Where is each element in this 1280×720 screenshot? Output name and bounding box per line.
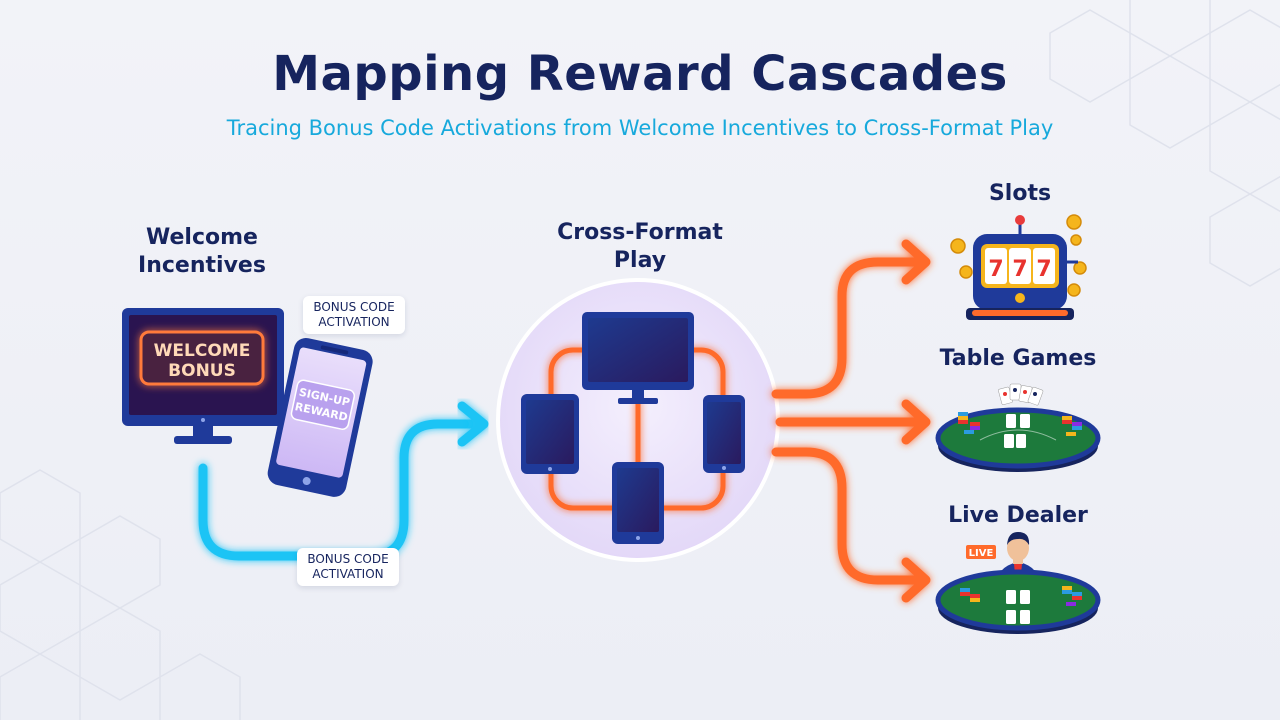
pill-bottom-line2: ACTIVATION [312,567,384,581]
slot-reel-3: 7 [1036,257,1051,282]
arrowhead-table-games [901,399,931,445]
welcome-heading-line1: Welcome [146,225,258,250]
cross-format-heading: Cross-Format Play [540,219,740,275]
bonus-code-activation-pill-bottom: BONUS CODE ACTIVATION [297,548,399,586]
page-subtitle: Tracing Bonus Code Activations from Welc… [226,116,1054,140]
table-games-heading: Table Games [939,346,1097,371]
slot-reel-2: 7 [1012,257,1027,282]
flow-to-live-dealer [771,447,927,585]
page-title: Mapping Reward Cascades [272,46,1008,102]
hub-phone-right-icon [703,395,745,473]
arrowhead-slots [901,239,931,285]
table-games-icon [935,383,1101,472]
pill-top-line2: ACTIVATION [318,315,390,329]
slots-heading: Slots [988,181,1052,206]
monitor-text-line1: WELCOME [154,341,251,361]
flow-to-slots [771,257,927,399]
monitor-text-line2: BONUS [168,361,236,381]
live-dealer-heading: Live Dealer [948,503,1088,528]
welcome-phone-icon: SIGN-UP REWARD [267,337,373,497]
welcome-monitor-icon: WELCOME BONUS [122,308,284,444]
arrowhead-live-dealer [901,557,931,603]
cross-format-heading-line1: Cross-Format [557,220,723,245]
bonus-code-activation-pill-top: BONUS CODE ACTIVATION [303,296,405,334]
welcome-heading-line2: Incentives [138,253,266,278]
welcome-incentives-heading: Welcome Incentives [110,224,294,280]
hub-tablet-left-icon [521,394,579,474]
pill-top-line1: BONUS CODE [313,300,395,314]
pill-bottom-line1: BONUS CODE [307,552,389,566]
cross-format-heading-line2: Play [613,248,667,273]
live-badge: LIVE [969,548,994,559]
slot-machine-icon: 7 7 7 [950,214,1087,320]
hub-tablet-bottom-icon [612,462,664,544]
hub-monitor-icon [582,312,694,404]
slot-reel-1: 7 [988,257,1003,282]
live-dealer-icon: LIVE [935,532,1101,634]
cyan-arrowhead [457,401,489,447]
